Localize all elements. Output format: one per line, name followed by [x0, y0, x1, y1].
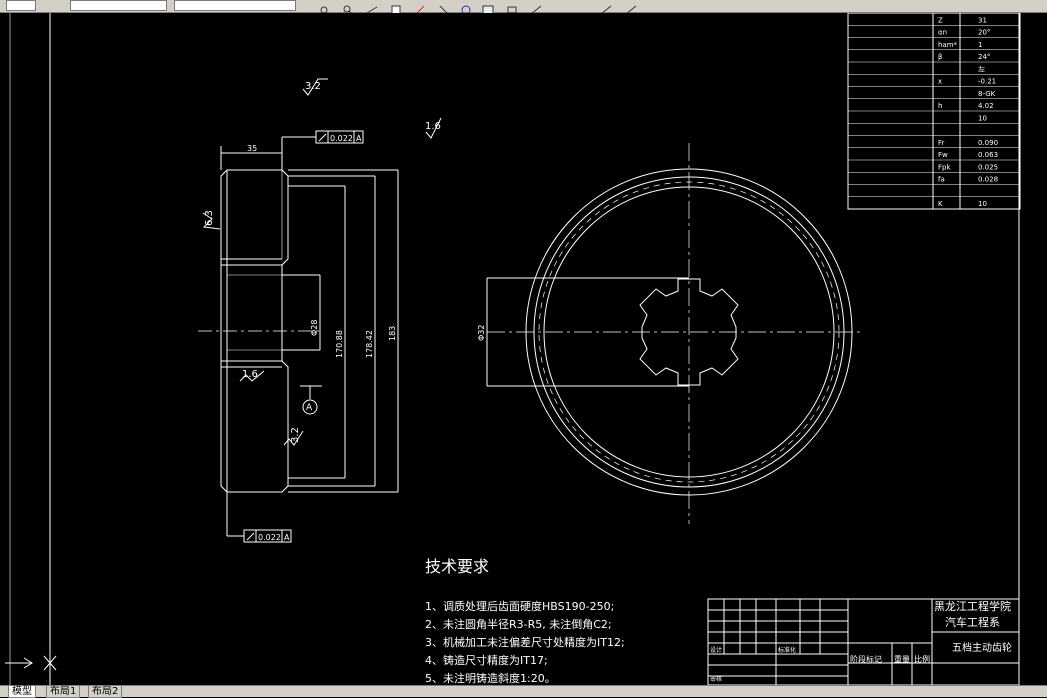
layer-combo[interactable] [6, 0, 36, 11]
properties-icon[interactable] [390, 0, 402, 15]
tb-standard: 标准化 [778, 646, 796, 654]
param-cell: 20° [978, 29, 990, 37]
dim-dia3: 183 [388, 326, 397, 341]
tb-design: 设计 [710, 646, 722, 654]
dim-dia1: 170.88 [335, 330, 344, 358]
match-icon[interactable] [414, 0, 426, 15]
roughness-2: 1.6 [425, 121, 441, 132]
tab-layout1[interactable]: 布局1 [46, 686, 81, 698]
grid-icon[interactable] [482, 0, 494, 15]
param-cell: -0.21 [978, 78, 996, 86]
tool-icon[interactable] [600, 0, 612, 15]
arrow-icon[interactable] [530, 0, 542, 15]
param-cell: 0.090 [978, 139, 998, 147]
title-block-grid [707, 598, 1020, 686]
param-cell: Z [938, 16, 943, 24]
datum-ref-top: A [356, 134, 362, 143]
param-cell: Fpk [938, 163, 951, 171]
param-cell: ham* [938, 41, 958, 49]
tab-model[interactable]: 模型 [8, 686, 36, 698]
dim-width: 35 [247, 144, 257, 153]
side-view [198, 78, 399, 543]
param-cell: x [938, 78, 942, 86]
param-cell: 左 [978, 64, 985, 73]
param-cell: 1 [978, 41, 982, 49]
param-cell: Fr [938, 139, 945, 147]
tech-req-4: 4、铸造尺寸精度为IT17; [425, 653, 548, 667]
ucs-icon [5, 655, 57, 671]
dim-spline: Φ32 [477, 325, 486, 341]
linetype-combo[interactable] [70, 0, 167, 11]
tb-review: 审核 [710, 675, 722, 683]
tech-req-3: 3、机械加工未注偏差尺寸处精度为IT12; [425, 635, 625, 649]
param-cell: 0.063 [978, 151, 998, 159]
front-view [425, 117, 863, 524]
roughness-5: 3.2 [290, 427, 301, 443]
roughness-1: 3.2 [305, 81, 321, 92]
tb-scale: 比例 [914, 654, 930, 664]
param-cell: 4.02 [978, 102, 994, 110]
param-cell: 10 [978, 200, 987, 208]
department-name: 汽车工程系 [945, 615, 1000, 629]
angle-icon[interactable] [438, 0, 450, 15]
param-cell: 24° [978, 53, 990, 61]
zoom-icon[interactable] [342, 0, 354, 16]
part-name: 五档主动齿轮 [952, 641, 1012, 654]
roughness-3: 6.3 [204, 210, 215, 226]
drawing-svg: Z31αn20°ham*1β24°左x-0.218-GKh4.0210Fr0.0… [5, 12, 1021, 686]
tech-req-2: 2、未注圆角半径R3-R5, 未注倒角C2; [425, 617, 612, 631]
toolbar [0, 0, 1047, 16]
param-cell: K [938, 200, 943, 208]
tab-layout2[interactable]: 布局2 [88, 686, 123, 698]
circle-icon[interactable] [460, 0, 472, 15]
layout-tabs: 模型 布局1 布局2 [0, 685, 1047, 698]
dimension-icon[interactable] [366, 0, 378, 14]
tech-req-5: 5、未注明铸造斜度1:20。 [425, 671, 556, 685]
tb-weight: 重量 [894, 654, 910, 664]
param-cell: 0.028 [978, 176, 998, 184]
tolerance-top: 0.022 [330, 134, 353, 143]
param-cell: 10 [978, 114, 987, 122]
tb-stage: 阶段标记 [850, 654, 882, 664]
param-cell: β [938, 53, 942, 61]
tech-req-1: 1、调质处理后齿面硬度HBS190-250; [425, 599, 614, 613]
param-cell: 0.025 [978, 163, 998, 171]
param-cell: fa [938, 176, 945, 184]
datum-ref-bottom: A [284, 533, 290, 542]
tool2-icon[interactable] [625, 0, 637, 15]
param-cell: αn [938, 29, 947, 37]
param-cell: h [938, 102, 942, 110]
pan-icon[interactable] [318, 0, 330, 14]
tolerance-bottom: 0.022 [258, 533, 281, 542]
tech-title: 技术要求 [425, 557, 489, 576]
param-cell: Fw [938, 151, 948, 159]
datum-label: A [306, 403, 313, 413]
param-cell: 8-GK [978, 90, 996, 98]
dim-bore: Φ28 [310, 320, 319, 336]
school-name: 黑龙江工程学院 [934, 599, 1011, 613]
roughness-4: 1.6 [242, 369, 258, 380]
dim-dia2: 178.42 [365, 330, 374, 358]
param-cell: 31 [978, 16, 987, 24]
lineweight-combo[interactable] [174, 0, 296, 11]
snap-icon[interactable] [506, 0, 518, 14]
